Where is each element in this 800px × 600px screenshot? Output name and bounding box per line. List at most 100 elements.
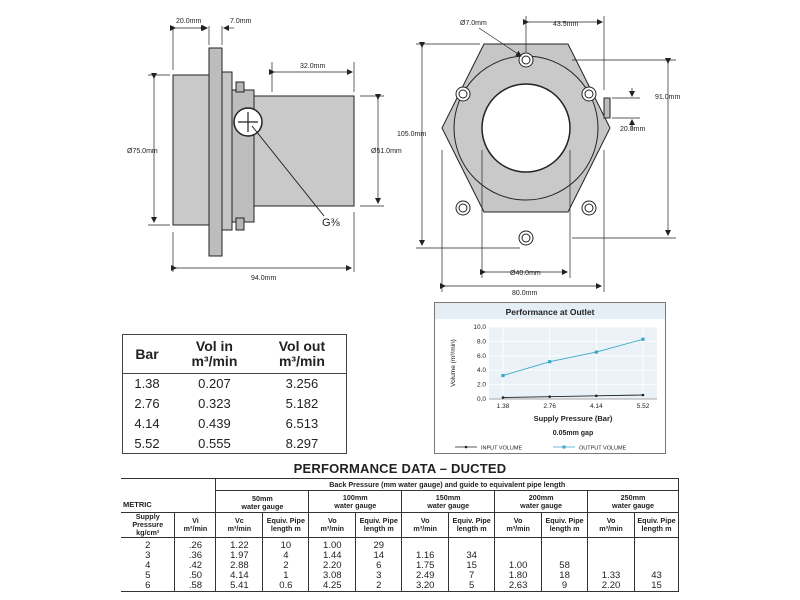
y-axis-label: Volume (m³/min) bbox=[450, 339, 457, 387]
table-cell bbox=[634, 537, 679, 551]
table-cell bbox=[448, 537, 495, 551]
table-cell: 5 bbox=[448, 581, 495, 592]
data-point-output bbox=[501, 373, 505, 378]
y-tick-label: 2.0 bbox=[477, 382, 486, 389]
table-cell: 1.22 bbox=[215, 537, 263, 551]
dim-lip-label: 7.0mm bbox=[230, 18, 252, 25]
table-cell: 18 bbox=[541, 571, 588, 581]
x-tick-label: 4.14 bbox=[590, 403, 603, 410]
table-cell: .50 bbox=[174, 571, 216, 581]
chart-title: Performance at Outlet bbox=[506, 307, 595, 317]
table-cell: 1.16 bbox=[401, 551, 449, 561]
cell-bar: 1.38 bbox=[134, 376, 160, 392]
table-cell bbox=[494, 537, 542, 551]
data-point-input bbox=[641, 393, 645, 397]
side-view-dimensions bbox=[148, 25, 384, 272]
table-cell: 10 bbox=[262, 537, 309, 551]
chart-series bbox=[501, 337, 645, 399]
chart-title-bar bbox=[435, 303, 665, 319]
data-point-output bbox=[594, 350, 598, 354]
front-view-dimensions bbox=[416, 16, 676, 292]
table-cell: .58 bbox=[174, 581, 216, 592]
table-cell: 2 bbox=[262, 561, 309, 571]
table-cell bbox=[634, 551, 679, 561]
dim-flange-label: 20.0mm bbox=[176, 18, 201, 25]
table-cell: 9 bbox=[541, 581, 588, 592]
cell-vol-in: 0.323 bbox=[198, 396, 231, 411]
dim-length-label: 94.0mm bbox=[251, 275, 276, 282]
table-cell: 4 bbox=[145, 560, 151, 571]
cell-vol-in: 0.439 bbox=[198, 416, 231, 431]
chart-subtitle: 0.05mm gap bbox=[553, 430, 593, 437]
table-cell: 2 bbox=[145, 540, 151, 551]
table-cell: 4 bbox=[262, 551, 309, 561]
dim-port-offset-label: 20.0mm bbox=[620, 126, 645, 133]
dim-outlet-dia-label: Ø51.0mm bbox=[371, 148, 402, 155]
table-cell: 4.25 bbox=[308, 581, 356, 592]
table-cell: 1.97 bbox=[215, 551, 263, 561]
table-cell: 5.41 bbox=[215, 581, 263, 592]
chart-legend: INPUT VOLUME OUTPUT VOLUME bbox=[455, 445, 627, 452]
side-view bbox=[172, 47, 355, 257]
table-cell: .26 bbox=[174, 537, 216, 551]
table-cell: 29 bbox=[355, 537, 402, 551]
table-cell: .36 bbox=[174, 551, 216, 561]
table-cell: 2.88 bbox=[215, 561, 263, 571]
table-cell: 15 bbox=[448, 561, 495, 571]
table-cell: 1.44 bbox=[308, 551, 356, 561]
cell-vol-in: 0.555 bbox=[198, 435, 231, 451]
table-cell bbox=[541, 537, 588, 551]
ducted-table: METRIC Back Pressure (mm water gauge) an… bbox=[121, 478, 679, 592]
table-cell: 15 bbox=[634, 581, 679, 592]
table-cell: 1.33 bbox=[587, 571, 635, 581]
cell-vol-out: 3.256 bbox=[285, 376, 319, 392]
table-cell: 4.14 bbox=[215, 571, 263, 581]
table-cell: 3 bbox=[355, 571, 402, 581]
x-tick-label: 2.76 bbox=[543, 403, 556, 410]
metric-label: METRIC bbox=[121, 478, 216, 513]
table-cell: 2.20 bbox=[587, 581, 635, 592]
table-cell: 0.6 bbox=[262, 581, 309, 592]
table-cell: 2 bbox=[355, 581, 402, 592]
ducted-table-title: PERFORMANCE DATA – DUCTED bbox=[293, 461, 507, 476]
dim-hole-label: Ø7.0mm bbox=[460, 20, 487, 27]
table-cell: 7 bbox=[448, 571, 495, 581]
dim-body-dia-label: Ø75.0mm bbox=[127, 148, 158, 155]
table-cell: 6 bbox=[121, 581, 175, 592]
y-tick-label: 8.0 bbox=[477, 338, 486, 345]
legend-output-marker bbox=[562, 445, 566, 449]
table-cell: 3.08 bbox=[308, 571, 356, 581]
cell-vol-out: 5.182 bbox=[285, 396, 319, 411]
x-axis-label: Supply Pressure (Bar) bbox=[534, 414, 613, 423]
table-cell: 5 bbox=[145, 570, 151, 581]
cell-bar: 5.52 bbox=[134, 435, 160, 451]
dim-hole-spacing-label: 43.5mm bbox=[553, 21, 578, 28]
data-point-output bbox=[548, 360, 552, 364]
table-cell: 3 bbox=[145, 550, 151, 561]
dim-width-label: 80.0mm bbox=[512, 290, 537, 297]
data-point-input bbox=[595, 394, 598, 398]
data-point-output bbox=[641, 337, 645, 341]
legend-input-marker bbox=[464, 445, 468, 449]
table-cell bbox=[587, 537, 635, 551]
